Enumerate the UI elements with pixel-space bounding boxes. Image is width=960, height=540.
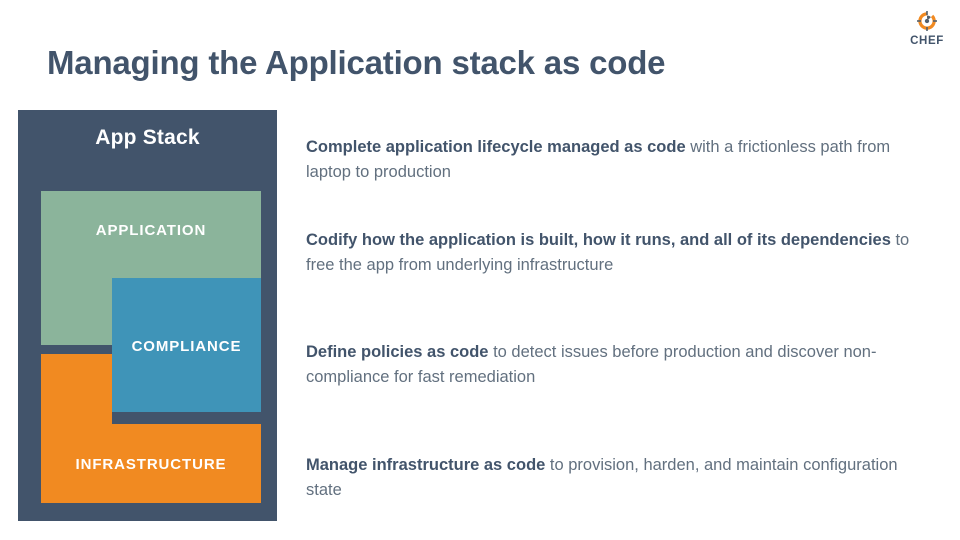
chef-wordmark: CHEF	[910, 35, 944, 47]
bullet-rest: to free the app from underlying infrastr…	[306, 230, 910, 274]
page-title: Managing the Application stack as code	[47, 44, 666, 81]
app-stack-diagram: App Stack APPLICATION INFRASTRUCTURE COM…	[18, 110, 277, 521]
layer-compliance-label: COMPLIANCE	[131, 338, 242, 355]
bullet-rest: to detect issues before production and d…	[306, 342, 877, 386]
bullet-lead: Define policies as code	[306, 342, 489, 361]
layer-infrastructure-base	[41, 424, 261, 503]
app-stack-heading: App Stack	[95, 126, 200, 149]
layer-infrastructure-stem	[41, 354, 112, 433]
bullet-rest: to provision, harden, and maintain confi…	[306, 455, 898, 499]
layer-infrastructure: INFRASTRUCTURE	[41, 354, 261, 503]
bullet-lead: Complete application lifecycle managed a…	[306, 137, 686, 156]
bullet-item: Codify how the application is built, how…	[306, 228, 918, 278]
layer-compliance: COMPLIANCE	[112, 278, 261, 412]
bullet-lead: Codify how the application is built, how…	[306, 230, 891, 249]
bullet-item: Manage infrastructure as code to provisi…	[306, 453, 918, 503]
bullet-item: Define policies as code to detect issues…	[306, 340, 918, 390]
chef-logo: CHEF	[903, 10, 951, 56]
layer-infrastructure-label: INFRASTRUCTURE	[75, 456, 227, 473]
bullet-rest: with a frictionless path from laptop to …	[306, 137, 891, 181]
bullet-item: Complete application lifecycle managed a…	[306, 135, 918, 185]
chef-c-mark-icon	[916, 10, 938, 32]
layer-application-label: APPLICATION	[95, 222, 207, 239]
bullet-lead: Manage infrastructure as code	[306, 455, 546, 474]
